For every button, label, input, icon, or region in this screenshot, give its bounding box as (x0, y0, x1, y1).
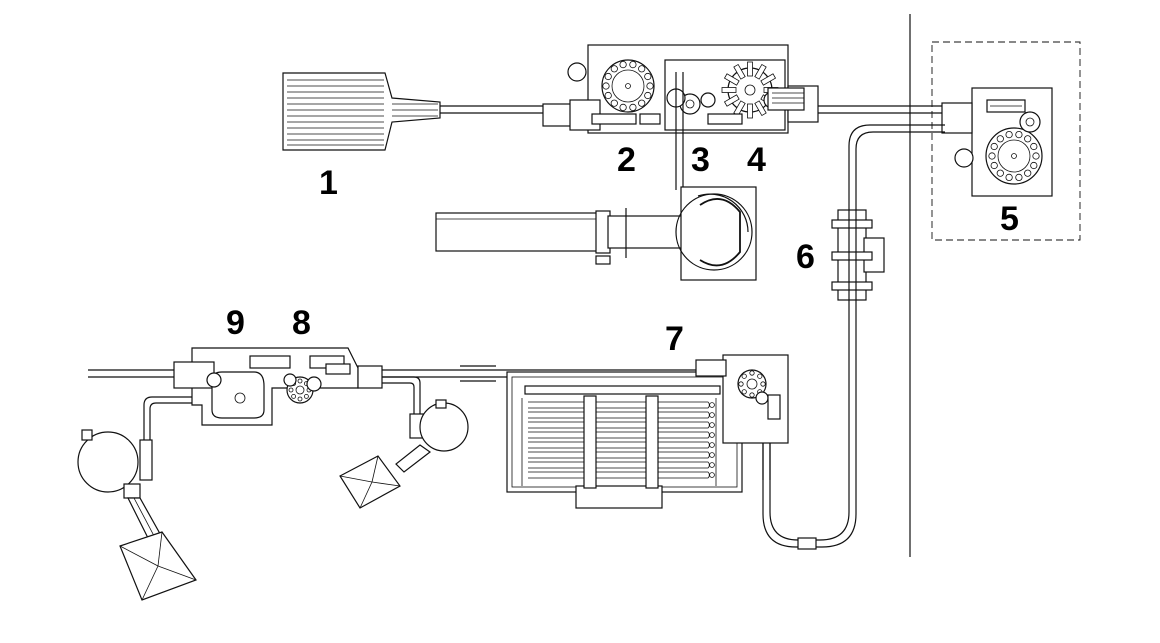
coil-end (709, 452, 715, 458)
turret-spoke (723, 73, 740, 86)
right-branch-conveyor (339, 376, 469, 509)
starwheel-pocket (610, 65, 618, 73)
starwheel-pocket (646, 82, 654, 90)
coil-end (709, 462, 715, 468)
unit-4-capping-turret (721, 61, 805, 119)
starwheel-pocket (990, 142, 998, 151)
starwheel-pocket (760, 381, 766, 387)
starwheel-pocket (638, 99, 646, 107)
callout-6: 6 (796, 238, 815, 276)
starwheel-pocket (629, 60, 637, 69)
unit-3-transfer-wheel (666, 72, 716, 190)
turret-spoke (747, 61, 753, 77)
unit-8-starwheel (283, 373, 322, 404)
unit-6-inline-station (831, 209, 885, 301)
callout-5: 5 (1000, 200, 1019, 238)
starwheel-pocket (619, 103, 627, 112)
starwheel-pocket (1030, 161, 1038, 170)
starwheel-pocket (291, 393, 297, 399)
starwheel-pocket (990, 161, 998, 170)
starwheel-pocket (1015, 131, 1023, 139)
starwheel-pocket (749, 392, 755, 398)
coil-end (709, 422, 715, 428)
callout-9: 9 (226, 304, 245, 342)
turret-spoke (754, 100, 767, 117)
unit-2-starwheel (601, 59, 655, 113)
callout-7: 7 (665, 320, 684, 358)
callout-2: 2 (617, 141, 636, 179)
turret-spoke (747, 103, 753, 119)
starwheel-pocket (303, 393, 309, 399)
units-8-9-machine-block (173, 347, 383, 426)
coil-end (709, 402, 715, 408)
starwheel-pocket (619, 60, 627, 69)
starwheel-pocket (604, 72, 612, 81)
unit-7-transfer-head (695, 354, 789, 480)
callout-8: 8 (292, 304, 311, 342)
starwheel-pocket (644, 91, 652, 100)
unit-7-oven-tunnel (506, 371, 743, 509)
units-2-3-4-machine-block (542, 44, 819, 190)
callout-1: 1 (319, 164, 338, 202)
starwheel-pocket (738, 381, 744, 387)
starwheel-pocket (1015, 173, 1023, 181)
turret-spoke (723, 94, 740, 107)
starwheel-pocket (741, 373, 747, 379)
callout-3: 3 (691, 141, 710, 179)
starwheel-pocket (1024, 135, 1032, 143)
starwheel-pocket (297, 378, 303, 384)
coil-end (709, 472, 715, 478)
starwheel-pocket (996, 135, 1004, 143)
coil-manifold (521, 398, 717, 486)
starwheel-pocket (288, 387, 294, 393)
unit-5-rotary-machine (931, 41, 1081, 241)
callout-4: 4 (747, 141, 766, 179)
turret-spoke (721, 87, 737, 93)
starwheel-pocket (741, 389, 747, 395)
starwheel-pocket (988, 152, 996, 160)
unit-1-feeder (282, 72, 441, 151)
starwheel-pocket (604, 91, 612, 100)
starwheel-pocket (610, 99, 618, 107)
starwheel-pocket (629, 103, 637, 112)
starwheel-pocket (1024, 169, 1032, 177)
starwheel-pocket (749, 370, 755, 376)
turret-spoke (733, 63, 746, 80)
rotary-infeed-table (435, 186, 757, 281)
starwheel-pocket (757, 373, 763, 379)
coil-end (709, 442, 715, 448)
starwheel-pocket (297, 396, 303, 402)
starwheel-pocket (1005, 131, 1013, 139)
starwheel-pocket (1005, 173, 1013, 181)
left-branch-conveyor (77, 396, 197, 601)
starwheel-pocket (644, 72, 652, 81)
coil-end (709, 412, 715, 418)
starwheel-pocket (638, 65, 646, 73)
starwheel-pocket (1030, 142, 1038, 151)
turret-spoke (760, 73, 777, 86)
starwheel-pocket (996, 169, 1004, 177)
unit-9-labeler (206, 371, 265, 419)
starwheel-pocket (602, 82, 610, 90)
turret-spoke (754, 63, 767, 80)
starwheel-pocket (1032, 152, 1040, 160)
coil-end (709, 432, 715, 438)
return-loop-conveyor (762, 124, 945, 550)
